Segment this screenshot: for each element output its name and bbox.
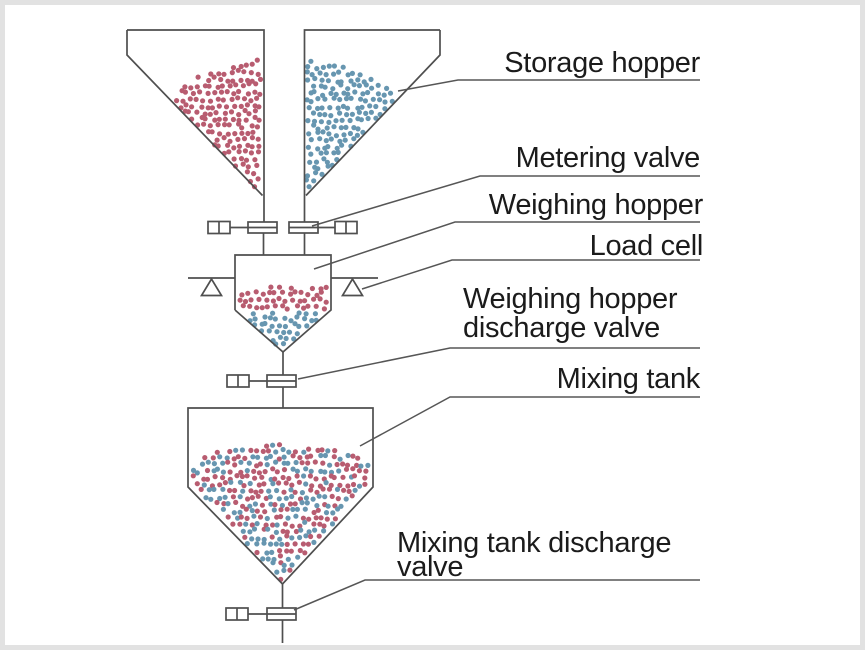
storage-hopper-left xyxy=(126,29,265,222)
weighing-hopper-discharge-valve xyxy=(226,352,297,408)
storage-hopper-left-wall xyxy=(126,30,264,197)
label-load-cell: Load cell xyxy=(590,230,703,262)
load-cell-fulcrum xyxy=(340,277,365,297)
label-weighing-hopper-discharge-valve-line1: Weighing hopper xyxy=(463,283,678,315)
storage-hopper-left-outline xyxy=(127,29,265,222)
material-dots xyxy=(174,57,395,583)
storage-hopper-right-wall xyxy=(305,30,441,197)
leader-mixing-tank xyxy=(359,396,700,447)
mixing-tank-discharge-valve xyxy=(225,584,297,643)
leader-load-cell xyxy=(361,259,700,290)
mixing-tank xyxy=(187,407,374,586)
metering-valve-left xyxy=(207,220,278,255)
load-cell-left xyxy=(188,277,235,297)
storage-hopper-right xyxy=(303,29,441,222)
load-cell-right xyxy=(331,277,378,297)
label-mixing-tank: Mixing tank xyxy=(557,363,701,395)
label-metering-valve: Metering valve xyxy=(516,142,700,174)
load-cell-fulcrum xyxy=(199,277,224,297)
label-mixing-tank-discharge-valve-line1: Mixing tank discharge xyxy=(397,527,671,559)
leader-mixing-tank-discharge-valve xyxy=(293,579,700,611)
leader-weighing-hopper-discharge-valve xyxy=(297,347,700,380)
metering-valve-right xyxy=(288,220,358,255)
storage-hopper-right-outline xyxy=(303,29,440,222)
label-mixing-tank-discharge-valve-line2: valve xyxy=(397,551,463,583)
label-weighing-hopper: Weighing hopper xyxy=(489,189,704,221)
leader-weighing-hopper xyxy=(313,221,700,270)
leader-metering-valve xyxy=(311,175,700,227)
label-storage-hopper: Storage hopper xyxy=(504,47,700,79)
weighing-hopper xyxy=(234,254,332,354)
label-weighing-hopper-discharge-valve-line2: discharge valve xyxy=(463,312,660,344)
leader-storage-hopper xyxy=(397,79,700,92)
